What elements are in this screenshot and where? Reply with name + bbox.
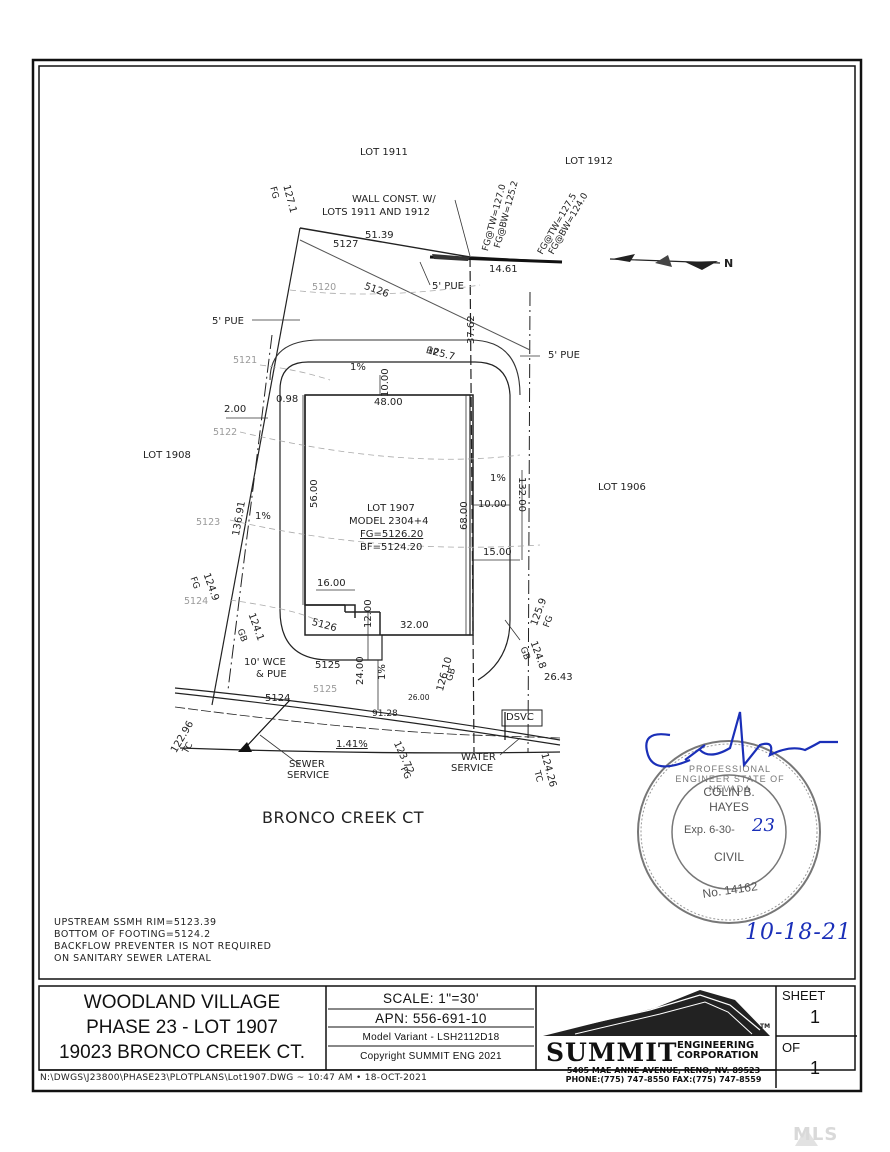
plan-notes: UPSTREAM SSMH RIM=5123.39 BOTTOM OF FOOT… <box>54 917 271 965</box>
contour-5125: 5125 <box>315 660 341 671</box>
dsvc-label: DSVC <box>506 712 534 723</box>
water-service-line1: WATER <box>461 752 496 763</box>
model-variant-label: Model Variant - LSH2112D18 <box>362 1032 500 1043</box>
water-service-line2: SERVICE <box>451 763 494 774</box>
contour-5125-gray: 5125 <box>313 684 338 695</box>
lot-1911-label: LOT 1911 <box>360 147 408 158</box>
bottom-footing: BF=5124.20 <box>360 542 423 553</box>
contour-5124-south: 5124 <box>265 693 291 704</box>
sewer-service-line2: SERVICE <box>287 770 330 781</box>
company-sub: ENGINEERING CORPORATION <box>677 1041 758 1061</box>
signature <box>645 711 838 768</box>
dim-15-00: 15.00 <box>483 547 512 558</box>
lot-1908-label: LOT 1908 <box>143 450 191 461</box>
elev-127-1-fg: FG <box>267 185 281 201</box>
company-contact: 5405 MAE ANNE AVENUE, RENO, NV. 89523 PH… <box>556 1066 771 1084</box>
stamp-exp-year: 23 <box>752 815 775 836</box>
contour-5124-west: 5124 <box>184 596 209 607</box>
engineer-stamp <box>637 740 821 924</box>
dim-14-61: 14.61 <box>489 264 518 275</box>
model-number: MODEL 2304+4 <box>349 516 429 527</box>
note-line: ON SANITARY SEWER LATERAL <box>54 953 212 964</box>
dim-24-00: 24.00 <box>355 656 366 685</box>
project-title-line3: 19023 BRONCO CREEK CT. <box>58 1042 306 1063</box>
note-line: BACKFLOW PREVENTER IS NOT REQUIRED <box>54 941 272 952</box>
note-line: BOTTOM OF FOOTING=5124.2 <box>54 929 211 940</box>
pue-label-north: 5' PUE <box>432 281 464 292</box>
slope-1pct-drive: 1% <box>377 664 388 680</box>
dim-26-43: 26.43 <box>544 672 573 683</box>
contour-5122: 5122 <box>213 427 238 438</box>
mls-watermark: MLS <box>793 1124 839 1145</box>
company-sub-line2: CORPORATION <box>677 1050 759 1061</box>
finish-grade: FG=5126.20 <box>360 529 424 540</box>
wce-label-line1: 10' WCE <box>244 657 286 668</box>
note-line: UPSTREAM SSMH RIM=5123.39 <box>54 917 217 928</box>
north-arrow <box>609 254 721 270</box>
drawing-file-path: N:\DWGS\J23800\PHASE23\PLOTPLANS\Lot1907… <box>40 1073 428 1083</box>
lot-number: LOT 1907 <box>367 503 415 514</box>
dim-48-00: 48.00 <box>374 397 403 408</box>
copyright-label: Copyright SUMMIT ENG 2021 <box>360 1051 502 1062</box>
wce-label-line2: & PUE <box>256 669 287 680</box>
sheet-number: 1 <box>810 1007 821 1027</box>
street-name: BRONCO CREEK CT <box>262 808 425 827</box>
dim-26-00: 26.00 <box>408 693 430 702</box>
lot-1906-label: LOT 1906 <box>598 482 646 493</box>
company-phone: PHONE:(775) 747-8550 FAX:(775) 747-8559 <box>565 1075 762 1084</box>
contour-5121: 5121 <box>233 355 258 366</box>
dim-132-00: 132.00 <box>516 477 527 512</box>
dim-2-00: 2.00 <box>224 404 247 415</box>
summit-logo-mountain <box>543 990 770 1036</box>
project-title-line1: WOODLAND VILLAGE <box>83 992 281 1013</box>
dim-0-98: 0.98 <box>276 394 299 405</box>
dim-32-00: 32.00 <box>400 620 429 631</box>
dim-68-00: 68.00 <box>459 501 470 530</box>
dim-51-39: 51.39 <box>365 230 394 241</box>
stamp-arc-text: PROFESSIONAL ENGINEER STATE OF NEVADA <box>675 764 785 794</box>
contour-5127: 5127 <box>333 239 359 250</box>
dim-56-00: 56.00 <box>309 479 320 508</box>
dim-10-00-east: 10.00 <box>478 499 507 510</box>
company-address: 5405 MAE ANNE AVENUE, RENO, NV. 89523 <box>566 1066 761 1075</box>
project-title-line2: PHASE 23 - LOT 1907 <box>86 1017 278 1038</box>
slope-1pct-west: 1% <box>255 511 271 522</box>
dim-12-00: 12.00 <box>363 599 374 628</box>
sewer-service-line1: SEWER <box>289 759 325 770</box>
dim-16-00: 16.00 <box>317 578 346 589</box>
stamp-exp-prefix: Exp. 6-30- <box>684 824 735 836</box>
elev-124-26-tc: TC <box>531 769 544 784</box>
contour-5120: 5120 <box>312 282 337 293</box>
sheet-label: SHEET <box>782 988 826 1003</box>
dim-37-62: 37.62 <box>466 315 477 344</box>
stamp-name-line1: COLIN B. <box>703 785 755 799</box>
of-label: OF <box>782 1040 801 1055</box>
dim-91-28: 91.28 <box>372 709 398 719</box>
slope-1-41pct: 1.41% <box>336 739 368 750</box>
pue-label-west: 5' PUE <box>212 316 244 327</box>
contour-5123: 5123 <box>196 517 221 528</box>
scale-label: SCALE: 1"=30' <box>382 991 480 1006</box>
slope-1pct-east: 1% <box>490 473 506 484</box>
apn-label: APN: 556-691-10 <box>375 1011 487 1026</box>
project-title: WOODLAND VILLAGE PHASE 23 - LOT 1907 190… <box>38 990 326 1065</box>
wall-note-line2: LOTS 1911 AND 1912 <box>322 207 430 218</box>
stamp-name-line2: HAYES <box>709 800 749 814</box>
signature-date: 10-18-21 <box>745 920 852 945</box>
total-sheets: 1 <box>810 1058 821 1078</box>
dim-10-00-north: 10.00 <box>380 368 391 397</box>
wall-note-line1: WALL CONST. W/ <box>352 194 436 205</box>
company-sub-line1: ENGINEERING <box>677 1040 755 1051</box>
stamp-discipline: CIVIL <box>713 850 744 864</box>
company-name: SUMMIT <box>546 1038 678 1067</box>
slope-1pct-north: 1% <box>350 362 366 373</box>
trademark-mark: TM <box>760 1023 771 1030</box>
pue-label-east: 5' PUE <box>548 350 580 361</box>
lot-1912-label: LOT 1912 <box>565 156 613 167</box>
north-label: N <box>724 257 734 270</box>
